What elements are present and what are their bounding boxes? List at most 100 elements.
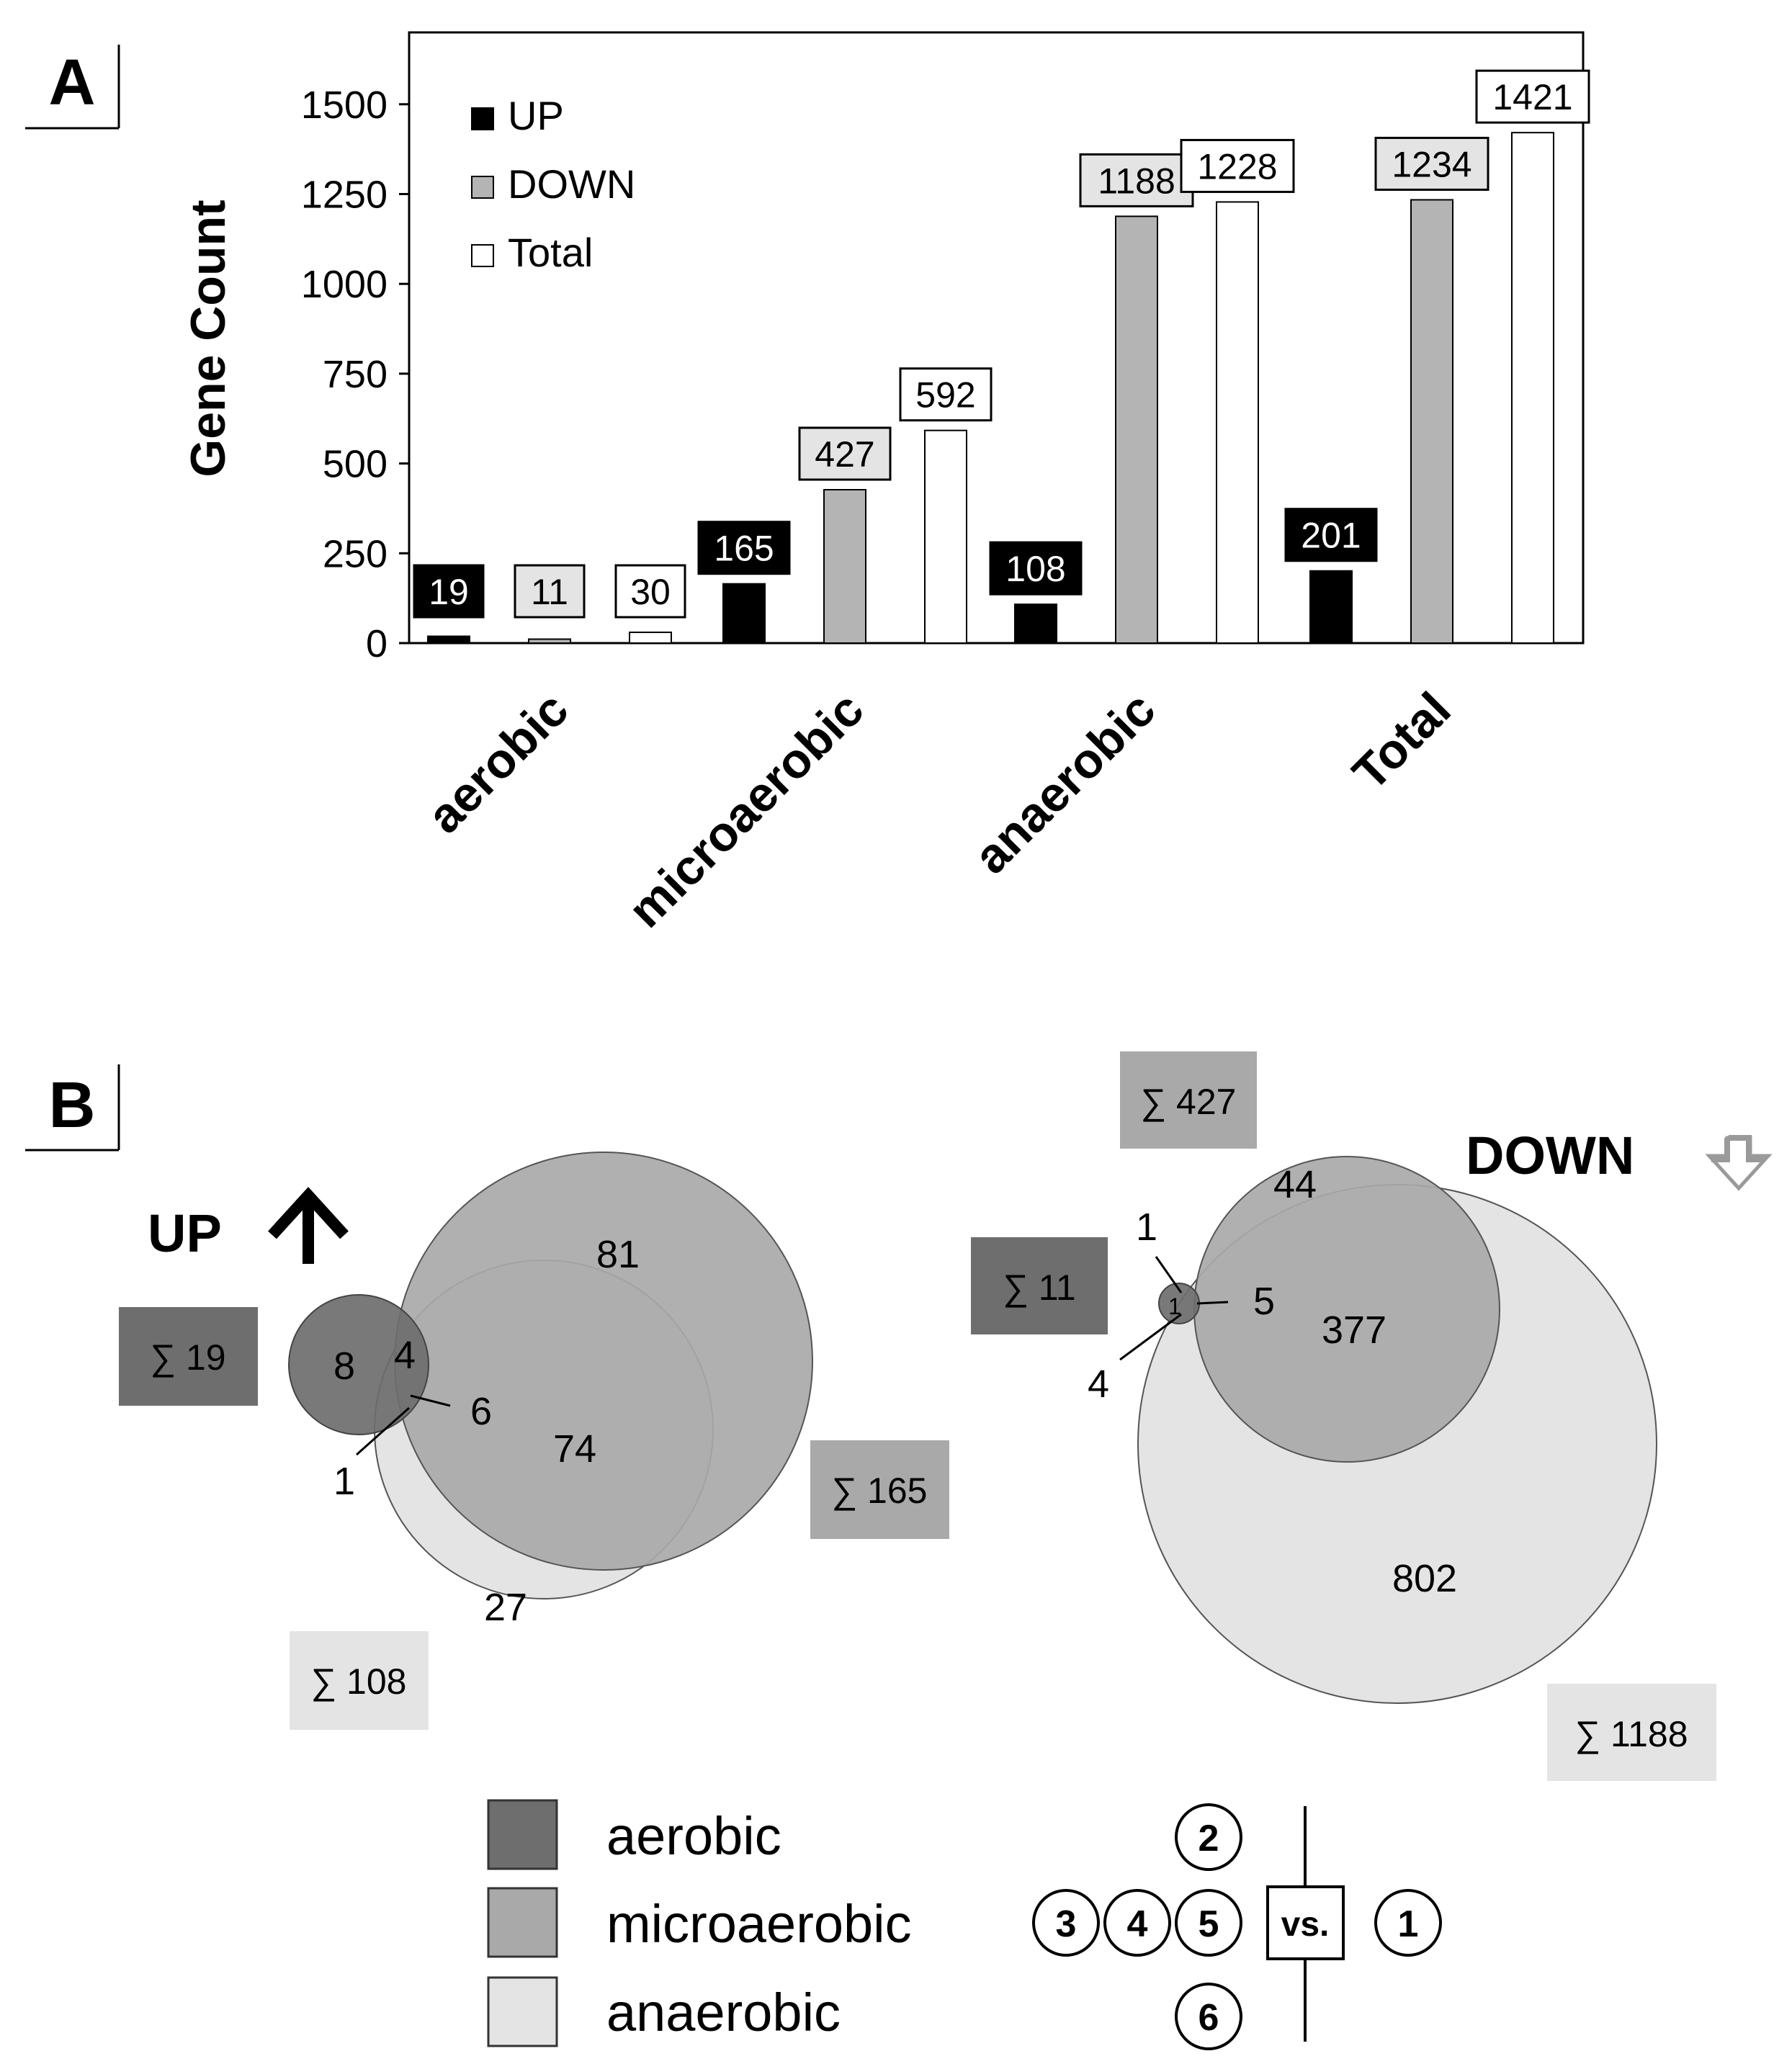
venn-up-aerobic-only: 8 [333,1345,355,1388]
venn-up-anaerobic-only: 27 [484,1586,527,1629]
venn-up-sum-microaerobic: ∑ 165 [810,1440,949,1539]
bar-data-label: 592 [915,375,975,416]
venn-up-sum-aerobic: ∑ 19 [119,1307,258,1406]
venn-legend-label-microaerobic: microaerobic [606,1894,912,1954]
bar-series [427,132,1554,645]
bar-label-box [1180,138,1295,193]
bar-label-box [899,367,993,422]
y-tick-label: 1250 [301,173,387,216]
condition-2-marker: 2 [1175,1803,1242,1871]
x-category-label: microaerobic [618,682,874,938]
bar-total-microaerobic [924,429,967,644]
bar-label-box [413,564,485,619]
condition-4-marker: 4 [1103,1889,1171,1957]
venn-up-circle-microaerobic [394,1152,813,1571]
bar-legend: UP DOWN Total [471,93,635,275]
comparison-scheme: 2 3 4 5 6 vs. 1 [1032,1803,1442,2050]
bar-total-total [1511,132,1554,645]
venn-down-aerobic-only: 1 [1136,1206,1157,1249]
bar-data-label: 1188 [1098,161,1175,201]
y-tick-label: 750 [323,353,387,396]
svg-text:5: 5 [1199,1903,1219,1945]
bar-up-anaerobic [1014,603,1057,645]
x-category-label: anaerobic [964,682,1166,884]
panel-a-label: A [25,45,120,130]
bar-down-aerobic [528,638,571,644]
bar-total-anaerobic [1216,201,1259,644]
bar-label-box [989,541,1083,596]
down-arrow-icon [1705,1135,1773,1191]
venn-down-aerobic-microaerobic: 1 [1168,1293,1181,1319]
bar-label-box [697,521,791,575]
y-tick-label: 500 [323,443,387,486]
venn-down-microaerobic-only: 44 [1273,1163,1317,1206]
venn-legend-swatch-microaerobic [487,1887,558,1958]
svg-text:vs.: vs. [1281,1906,1330,1944]
venn-legend-swatch-aerobic [487,1799,558,1870]
y-axis-label: Gene Count [181,199,236,477]
y-tick-label: 1500 [301,84,387,127]
legend-label-down: DOWN [508,161,635,207]
venn-legend-swatch-anaerobic [487,1976,558,2047]
venn-up-sum-anaerobic-label: ∑ 108 [311,1661,407,1702]
venn-up-microaerobic-only: 81 [596,1233,640,1276]
venn-up-sum-aerobic-label: ∑ 19 [150,1337,225,1378]
legend-label-total: Total [508,230,593,275]
venn-down: DOWN 1 1 5 4 44 377 802 ∑ 11 ∑ 427 ∑ 118… [971,1051,1773,1781]
venn-legend-label-anaerobic: anaerobic [606,1983,841,2042]
venn-down-sum-microaerobic: ∑ 427 [1120,1051,1257,1149]
bar-label-box [1475,69,1590,124]
venn-down-title: DOWN [1466,1126,1634,1185]
venn-down-all-three: 5 [1253,1280,1275,1323]
venn-down-anaerobic-only: 802 [1392,1557,1457,1600]
svg-text:1: 1 [1398,1903,1419,1945]
bar-data-label: 165 [714,529,774,569]
venn-up-sum-microaerobic-label: ∑ 165 [832,1471,928,1511]
bar-data-label: 1421 [1492,77,1572,117]
venn-up-microaerobic-anaerobic: 74 [553,1427,596,1471]
legend-swatch-total [471,244,494,267]
condition-3-marker: 3 [1032,1889,1100,1957]
plot-frame [408,31,1585,645]
bar-data-label: 201 [1301,516,1361,556]
svg-text:3: 3 [1056,1903,1077,1945]
venn-down-sum-microaerobic-label: ∑ 427 [1141,1082,1237,1122]
venn-up-circle-aerobic [288,1294,429,1435]
venn-legend: aerobic microaerobic anaerobic [487,1799,912,2047]
venn-up-aerobic-anaerobic: 1 [333,1460,355,1503]
venn-legend-label-aerobic: aerobic [606,1806,781,1866]
venn-down-aerobic-anaerobic: 4 [1088,1363,1109,1406]
condition-6-marker: 6 [1175,1983,1242,2050]
bar-label-box [1079,153,1194,207]
bar-data-label: 427 [815,434,874,475]
legend-swatch-down [471,176,494,199]
bar-total-aerobic [629,632,672,644]
venn-up-sum-anaerobic: ∑ 108 [290,1631,429,1730]
bar-label-box [798,426,892,481]
venn-down-sum-anaerobic: ∑ 1188 [1547,1684,1716,1781]
panel-b-letter: B [49,1069,96,1141]
y-tick-label: 0 [366,622,387,665]
venn-down-sum-aerobic: ∑ 11 [971,1237,1108,1334]
venn-down-microaerobic-anaerobic: 377 [1322,1309,1386,1352]
bar-down-total [1410,199,1453,644]
x-category-label: Total [1343,682,1461,801]
bar-data-label: 1228 [1197,146,1277,187]
bar-up-total [1309,570,1353,644]
bar-label-box [614,564,686,619]
venn-up-all-three: 6 [470,1390,492,1433]
vs-box: vs. [1266,1885,1345,1960]
bar-label-box [1374,136,1489,191]
legend-swatch-up [471,107,494,130]
bar-up-aerobic [427,635,470,644]
bar-data-label: 30 [630,572,671,612]
venn-up: UP 8 4 6 1 81 74 27 ∑ 19 ∑ 165 ∑ 108 [119,1152,949,1730]
venn-up-title: UP [148,1203,222,1263]
bar-data-label: 108 [1005,549,1065,589]
bar-label-box [1284,508,1378,562]
bar-data-label: 1234 [1392,144,1471,184]
svg-text:6: 6 [1199,1997,1219,2039]
